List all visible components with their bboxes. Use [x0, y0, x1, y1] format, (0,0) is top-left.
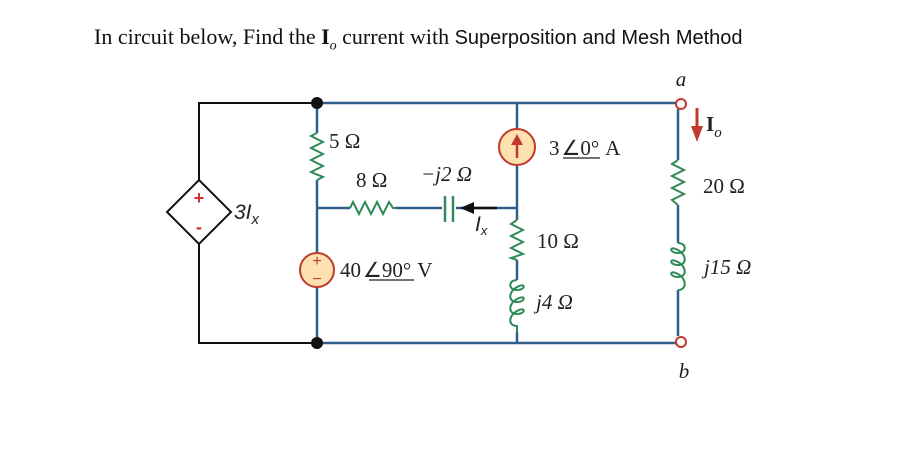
- terminal-a: [675, 98, 687, 110]
- vs-minus-sign: −: [312, 271, 321, 288]
- cs-magnitude: 3: [549, 136, 560, 160]
- io-label: Io: [706, 112, 722, 141]
- dep-source-label: 3Ix: [234, 201, 260, 228]
- terminal-b-label: b: [679, 359, 690, 383]
- resistor-8-label: 8 Ω: [356, 168, 387, 192]
- ix-symbol: I: [475, 213, 481, 236]
- inductor-j15: [670, 242, 686, 291]
- capacitor-label: −j2 Ω: [421, 162, 472, 186]
- resistor-20-label: 20 Ω: [703, 174, 745, 198]
- dependent-voltage-source: + -: [165, 178, 233, 246]
- terminal-b: [675, 336, 687, 348]
- title-io-symbol: Io: [321, 24, 337, 53]
- vs-plus-sign: +: [312, 253, 321, 270]
- current-source-3a: [498, 128, 536, 166]
- title-io-subscript: o: [329, 38, 337, 54]
- dep-plus-sign: +: [194, 188, 205, 208]
- current-source-label: 3∠0°A: [549, 136, 621, 160]
- resistor-10-label: 10 Ω: [537, 229, 579, 253]
- io-symbol: I: [706, 112, 714, 136]
- resistor-8-ohm: [349, 199, 396, 217]
- dependent-source-wires: [198, 102, 317, 344]
- io-subscript: o: [714, 125, 722, 141]
- capacitor-neg-j2: [443, 196, 455, 222]
- ix-subscript: x: [480, 223, 488, 238]
- ix-label: Ix: [475, 213, 488, 238]
- voltage-source-40v: + −: [299, 252, 335, 288]
- vs-unit: V: [417, 258, 432, 282]
- ix-arrow-icon: [460, 202, 497, 214]
- resistor-5-label: 5 Ω: [329, 129, 360, 153]
- resistor-20-ohm: [669, 159, 687, 206]
- node-top-left: [311, 97, 323, 109]
- inductor-4-label: j4 Ω: [533, 290, 573, 314]
- problem-statement: In circuit below, Find the Io current wi…: [94, 24, 743, 54]
- io-arrow-icon: [691, 108, 703, 142]
- title-suffix: Superposition and Mesh Method: [454, 27, 743, 49]
- voltage-source-label: 40∠90°V: [340, 258, 432, 282]
- resistor-5-ohm: [308, 132, 326, 181]
- node-bottom-left: [311, 337, 323, 349]
- cs-unit: A: [605, 136, 621, 160]
- title-prefix: In circuit below, Find the: [94, 24, 322, 49]
- title-io-letter: I: [321, 24, 330, 49]
- inductor-15-label: j15 Ω: [701, 255, 751, 279]
- dep-source-subscript: x: [251, 211, 260, 228]
- inductor-j4: [509, 279, 525, 332]
- cs-angle: 0°: [580, 136, 599, 160]
- vs-magnitude: 40: [340, 258, 361, 282]
- circuit-wires: [315, 101, 680, 345]
- dep-source-gain: 3I: [234, 201, 252, 224]
- arrow-up-icon: [511, 134, 523, 145]
- title-middle: current with: [336, 24, 455, 49]
- vs-angle-symbol: ∠: [363, 258, 382, 282]
- dep-minus-sign: -: [196, 217, 202, 237]
- vs-angle: 90°: [382, 258, 411, 282]
- resistor-10-ohm: [507, 219, 526, 261]
- cs-angle-symbol: ∠: [562, 136, 581, 160]
- terminal-a-label: a: [676, 67, 687, 91]
